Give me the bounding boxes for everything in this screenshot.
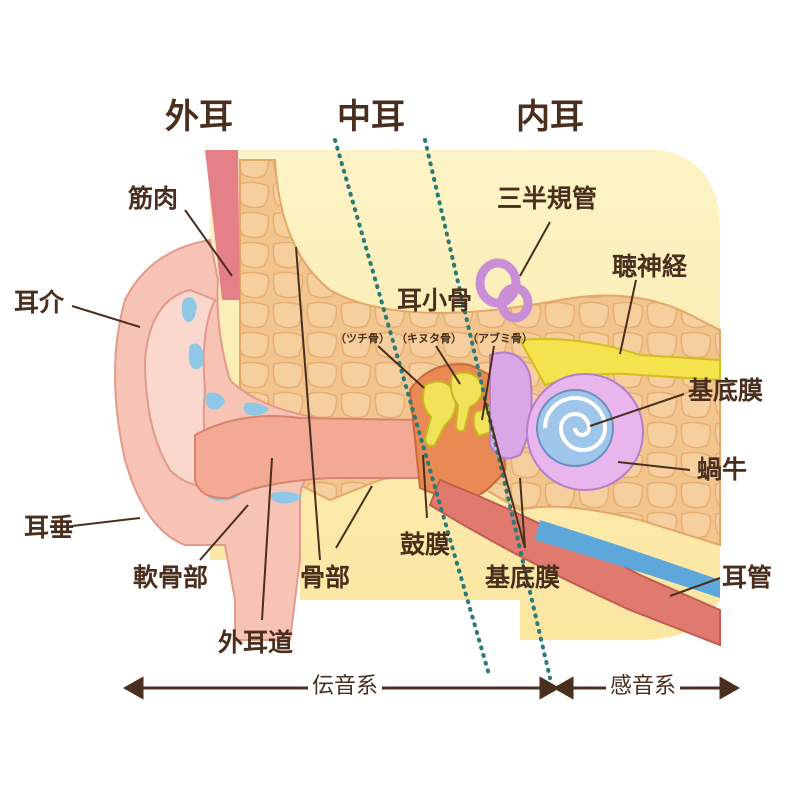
eustachian-tube-label: 耳管 <box>722 563 773 592</box>
malleus-label: （ツチ骨） <box>335 332 390 345</box>
auditory-nerve-label: 聴神経 <box>612 252 688 281</box>
cartilage-patch <box>205 392 225 410</box>
cochlea-shape <box>526 373 644 491</box>
middle-ear-header: 中耳 <box>337 97 405 137</box>
bone-label: 骨部 <box>300 563 351 592</box>
incus-label: （キヌタ骨） <box>396 332 462 345</box>
cartilage-patch <box>181 297 197 323</box>
outer-middle-boundary <box>333 138 492 680</box>
semicircular-canals-label: 三半規管 <box>497 184 598 213</box>
eardrum-label: 鼓膜 <box>400 530 451 559</box>
sensorineural-system-label: 感音系 <box>606 676 681 698</box>
muscle-strip <box>205 150 240 300</box>
cartilage-label: 軟骨部 <box>133 563 209 592</box>
semicircular-canals <box>475 258 533 323</box>
eustachian-blue-band <box>535 520 720 598</box>
basilar-membrane-bottom-label: 基底膜 <box>485 563 561 592</box>
eustachian-tube <box>428 478 721 647</box>
conductive-system-label: 伝音系 <box>308 676 383 698</box>
leader-lines <box>71 209 721 621</box>
auricle-label: 耳介 <box>14 288 65 317</box>
basilar-membrane-right-label: 基底膜 <box>688 376 764 405</box>
ear-canal-label: 外耳道 <box>218 628 294 657</box>
cartilage-patch <box>243 402 269 416</box>
earlobe-label: 耳垂 <box>24 513 75 542</box>
ossicles-label: 耳小骨 <box>397 286 473 315</box>
incus-shape <box>449 371 484 433</box>
cochlea-label: 蝸牛 <box>697 455 748 484</box>
cartilage-patch <box>270 491 302 504</box>
cartilage-patch <box>188 343 204 370</box>
outer-ear-header: 外耳 <box>165 97 233 137</box>
malleus-shape <box>422 380 457 448</box>
muscle-label: 筋肉 <box>128 184 179 213</box>
inner-ear-header: 内耳 <box>516 97 584 137</box>
ear-canal-shape <box>194 415 421 500</box>
stapes-label: （アブミ骨） <box>467 332 533 345</box>
